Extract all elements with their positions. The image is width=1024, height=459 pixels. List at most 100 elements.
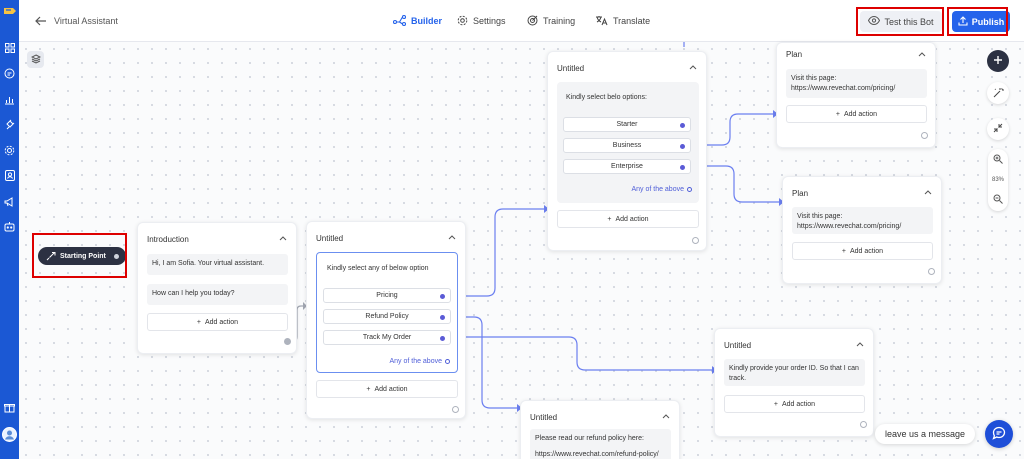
option-button[interactable]: Starter xyxy=(563,117,691,132)
upload-icon xyxy=(958,15,968,28)
message-text: Hi, I am Sofia. Your virtual assistant. xyxy=(147,254,288,275)
magic-wand-button[interactable] xyxy=(987,82,1009,104)
layers-icon xyxy=(30,53,41,66)
tab-training[interactable]: Training xyxy=(527,13,575,29)
chat-widget-button[interactable] xyxy=(985,420,1013,448)
flow-icon xyxy=(392,14,407,28)
chevron-up-icon[interactable] xyxy=(924,189,932,195)
node-introduction[interactable]: Introduction Hi, I am Sofia. Your virtua… xyxy=(137,222,297,354)
plug-icon[interactable] xyxy=(2,117,17,132)
test-bot-button[interactable]: Test this Bot xyxy=(860,11,942,32)
option-button[interactable]: Business xyxy=(563,138,691,153)
collapse-icon xyxy=(993,123,1003,135)
megaphone-icon[interactable] xyxy=(2,194,17,209)
option-button[interactable]: Enterprise xyxy=(563,159,691,174)
add-action-label: Add action xyxy=(374,385,408,393)
add-node-button[interactable] xyxy=(987,50,1009,72)
test-bot-label: Test this Bot xyxy=(884,16,934,27)
output-handle[interactable] xyxy=(452,406,459,413)
any-of-above[interactable]: Any of the above xyxy=(389,358,450,365)
zoom-in-icon[interactable] xyxy=(993,154,1003,166)
plus-icon: + xyxy=(773,400,778,408)
option-label: Pricing xyxy=(376,292,398,299)
option-label: Starter xyxy=(616,121,638,128)
node-plan-middle[interactable]: Plan Visit this page: https://www.revech… xyxy=(782,176,942,284)
node-plan-top[interactable]: Plan Visit this page: https://www.revech… xyxy=(776,42,936,148)
node-untitled-track[interactable]: Untitled Kindly provide your order ID. S… xyxy=(714,328,874,437)
publish-button[interactable]: Publish xyxy=(952,11,1010,32)
add-action-button[interactable]: + Add action xyxy=(786,105,927,123)
layers-button[interactable] xyxy=(27,51,44,68)
add-action-label: Add action xyxy=(844,110,878,118)
output-handle[interactable] xyxy=(928,268,935,275)
tab-builder[interactable]: Builder xyxy=(392,13,442,29)
chevron-up-icon[interactable] xyxy=(448,234,456,240)
option-button[interactable]: Track My Order xyxy=(323,330,451,345)
message-text: Please read our refund policy here: http… xyxy=(530,429,671,459)
node-untitled-refund[interactable]: Untitled Please read our refund policy h… xyxy=(520,400,680,459)
plus-icon: + xyxy=(607,215,612,223)
option-handle[interactable] xyxy=(680,123,685,128)
options-card[interactable]: Kindly select any of below option Pricin… xyxy=(316,252,458,373)
any-of-above[interactable]: Any of the above xyxy=(631,186,692,193)
output-handle[interactable] xyxy=(692,237,699,244)
add-action-button[interactable]: + Add action xyxy=(557,210,699,228)
contact-icon[interactable] xyxy=(2,168,17,183)
option-handle[interactable] xyxy=(680,165,685,170)
back-arrow-icon[interactable] xyxy=(34,14,48,28)
chart-icon[interactable] xyxy=(2,92,17,107)
chat-icon[interactable] xyxy=(2,66,17,81)
option-handle[interactable] xyxy=(440,336,445,341)
node-title: Introduction xyxy=(147,235,189,244)
page-title: Virtual Assistant xyxy=(54,16,118,26)
leave-message-bubble[interactable]: leave us a message xyxy=(875,424,975,444)
publish-label: Publish xyxy=(971,16,1005,27)
starting-point-node[interactable]: Starting Point xyxy=(38,247,126,265)
grid-icon[interactable] xyxy=(2,40,17,55)
option-handle[interactable] xyxy=(440,294,445,299)
any-handle[interactable] xyxy=(687,187,692,192)
plus-icon: + xyxy=(196,318,201,326)
translate-icon xyxy=(595,15,608,28)
tab-label: Training xyxy=(543,16,576,26)
options-card[interactable]: Kindly select belo options: Starter Busi… xyxy=(557,82,699,203)
message-text: Kindly provide your order ID. So that I … xyxy=(724,359,865,386)
option-button[interactable]: Refund Policy xyxy=(323,309,451,324)
tab-translate[interactable]: Translate xyxy=(595,13,650,29)
avatar[interactable] xyxy=(2,427,17,442)
logo-icon[interactable] xyxy=(2,3,17,18)
output-handle[interactable] xyxy=(921,132,928,139)
option-label: Refund Policy xyxy=(365,313,409,320)
plus-icon xyxy=(993,55,1003,67)
chevron-up-icon[interactable] xyxy=(662,413,670,419)
chevron-up-icon[interactable] xyxy=(689,64,697,70)
message-text: How can I help you today? xyxy=(147,284,288,305)
gear-icon[interactable] xyxy=(2,143,17,158)
any-handle[interactable] xyxy=(445,359,450,364)
zoom-out-icon[interactable] xyxy=(993,194,1003,206)
node-untitled-options[interactable]: Untitled Kindly select any of below opti… xyxy=(306,221,466,419)
tab-label: Settings xyxy=(473,16,506,26)
tab-settings[interactable]: Settings xyxy=(457,13,506,29)
add-action-label: Add action xyxy=(615,215,649,223)
node-untitled-plans[interactable]: Untitled Kindly select belo options: Sta… xyxy=(547,51,707,251)
gift-icon[interactable] xyxy=(2,400,17,415)
add-action-button[interactable]: + Add action xyxy=(316,380,458,398)
chevron-up-icon[interactable] xyxy=(856,341,864,347)
chevron-up-icon[interactable] xyxy=(918,51,926,57)
option-handle[interactable] xyxy=(680,144,685,149)
option-button[interactable]: Pricing xyxy=(323,288,451,303)
output-handle[interactable] xyxy=(284,338,291,345)
output-handle[interactable] xyxy=(860,421,867,428)
magic-wand-icon xyxy=(993,87,1004,100)
add-action-button[interactable]: + Add action xyxy=(792,242,933,260)
rocket-icon xyxy=(46,251,56,263)
option-handle[interactable] xyxy=(440,315,445,320)
output-handle[interactable] xyxy=(114,254,119,259)
collapse-button[interactable] xyxy=(987,118,1009,140)
add-action-button[interactable]: + Add action xyxy=(147,313,288,331)
add-action-button[interactable]: + Add action xyxy=(724,395,865,413)
chevron-up-icon[interactable] xyxy=(279,235,287,241)
bot-icon[interactable] xyxy=(2,219,17,234)
zoom-controls: 83% xyxy=(988,149,1008,211)
